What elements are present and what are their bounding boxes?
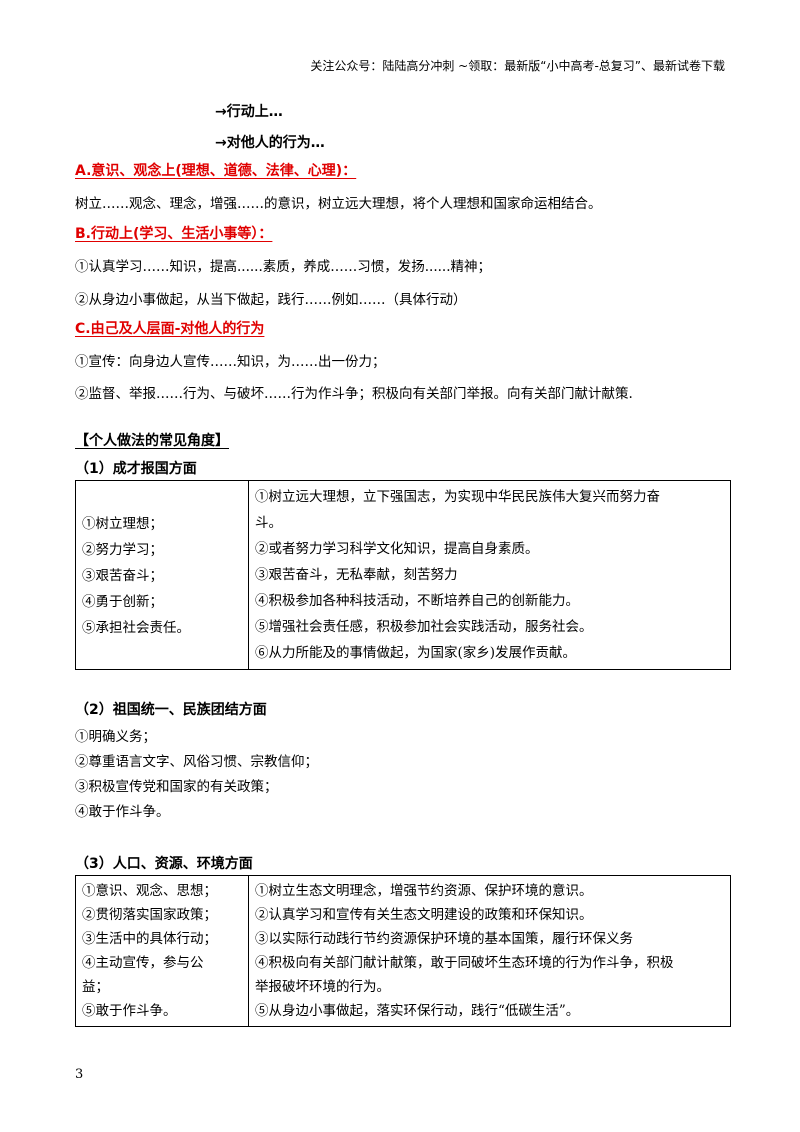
- section-b-title: B.行动上(学习、生活小事等）：: [75, 226, 273, 242]
- list-item: 益；: [82, 979, 109, 995]
- section-c-line: ②监督、举报……行为、与破坏……行为作斗争；积极向有关部门举报。向有关部门献计献…: [75, 386, 633, 402]
- list-item: ⑤敢于作斗争。: [82, 1003, 177, 1019]
- list-item: ③积极宣传党和国家的有关政策；: [75, 779, 278, 795]
- part1-table: ①树立理想； ②努力学习； ③艰苦奋斗； ④勇于创新； ⑤承担社会责任。 ①树立…: [75, 480, 731, 670]
- list-item: ③生活中的具体行动；: [82, 931, 217, 947]
- arrow-line-action: →行动上…: [215, 104, 283, 120]
- page-number: 3: [75, 1067, 84, 1082]
- common-angles-title: 【个人做法的常见角度】: [75, 433, 229, 449]
- part3-table: ①意识、观念、思想； ②贯彻落实国家政策； ③生活中的具体行动； ④主动宣传，参…: [75, 875, 731, 1027]
- part1-title: （1）成才报国方面: [75, 461, 197, 477]
- list-item: ②贯彻落实国家政策；: [82, 907, 217, 923]
- list-item: ①意识、观念、思想；: [82, 883, 217, 899]
- part1-right-cell: ①树立远大理想，立下强国志，为实现中华民民族伟大复兴而努力奋 斗。 ②或者努力学…: [248, 480, 731, 670]
- section-c-title: C.由己及人层面-对他人的行为: [75, 321, 265, 337]
- part3-title: （3）人口、资源、环境方面: [75, 856, 253, 872]
- list-item: ⑤增强社会责任感，积极参加社会实践活动，服务社会。: [255, 619, 593, 635]
- list-item: ①树立理想；: [82, 516, 163, 532]
- list-item: ④敢于作斗争。: [75, 804, 170, 820]
- list-item: ③艰苦奋斗；: [82, 568, 163, 584]
- list-item: ④积极向有关部门献计献策，敢于同破坏生态环境的行为作斗争，积极: [255, 955, 674, 971]
- arrow-line-others: →对他人的行为…: [215, 135, 325, 151]
- page-header: 关注公众号：陆陆高分冲刺 ~领取：最新版“小中高考-总复习”、最新试卷下载: [310, 59, 725, 73]
- list-item: ②认真学习和宣传有关生态文明建设的政策和环保知识。: [255, 907, 593, 923]
- list-item: ④积极参加各种科技活动，不断培养自己的创新能力。: [255, 593, 579, 609]
- section-c-line: ①宣传：向身边人宣传……知识，为……出一份力；: [75, 354, 386, 370]
- list-item: ④勇于创新；: [82, 594, 163, 610]
- list-item: 举报破坏环境的行为。: [255, 979, 390, 995]
- list-item: ⑤承担社会责任。: [82, 620, 190, 636]
- list-item: ⑥从力所能及的事情做起，为国家(家乡)发展作贡献。: [255, 645, 577, 661]
- list-item: ②或者努力学习科学文化知识，提高自身素质。: [255, 541, 539, 557]
- section-b-line: ②从身边小事做起，从当下做起，践行……例如……（具体行动）: [75, 292, 467, 308]
- section-a-title: A.意识、观念上(理想、道德、法律、心理)：: [75, 163, 357, 179]
- list-item: ④主动宣传，参与公: [82, 955, 204, 971]
- list-item: ⑤从身边小事做起，落实环保行动，践行“低碳生活”。: [255, 1003, 580, 1019]
- part3-left-cell: ①意识、观念、思想； ②贯彻落实国家政策； ③生活中的具体行动； ④主动宣传，参…: [75, 875, 249, 1027]
- part1-left-cell: ①树立理想； ②努力学习； ③艰苦奋斗； ④勇于创新； ⑤承担社会责任。: [75, 480, 249, 670]
- list-item: ③以实际行动践行节约资源保护环境的基本国策，履行环保义务: [255, 931, 633, 947]
- part3-right-cell: ①树立生态文明理念，增强节约资源、保护环境的意识。 ②认真学习和宣传有关生态文明…: [248, 875, 731, 1027]
- list-item: ②尊重语言文字、风俗习惯、宗教信仰；: [75, 754, 318, 770]
- list-item: ②努力学习；: [82, 542, 163, 558]
- section-a-line: 树立……观念、理念，增强……的意识，树立远大理想，将个人理想和国家命运相结合。: [75, 196, 602, 212]
- section-b-line: ①认真学习……知识，提高......素质，养成……习惯，发扬......精神；: [75, 259, 491, 275]
- list-item: ①树立生态文明理念，增强节约资源、保护环境的意识。: [255, 883, 593, 899]
- list-item: ①明确义务；: [75, 729, 156, 745]
- list-item: 斗。: [255, 515, 282, 531]
- part2-title: （2）祖国统一、民族团结方面: [75, 702, 267, 718]
- list-item: ③艰苦奋斗，无私奉献，刻苦努力: [255, 567, 458, 583]
- list-item: ①树立远大理想，立下强国志，为实现中华民民族伟大复兴而努力奋: [255, 489, 660, 505]
